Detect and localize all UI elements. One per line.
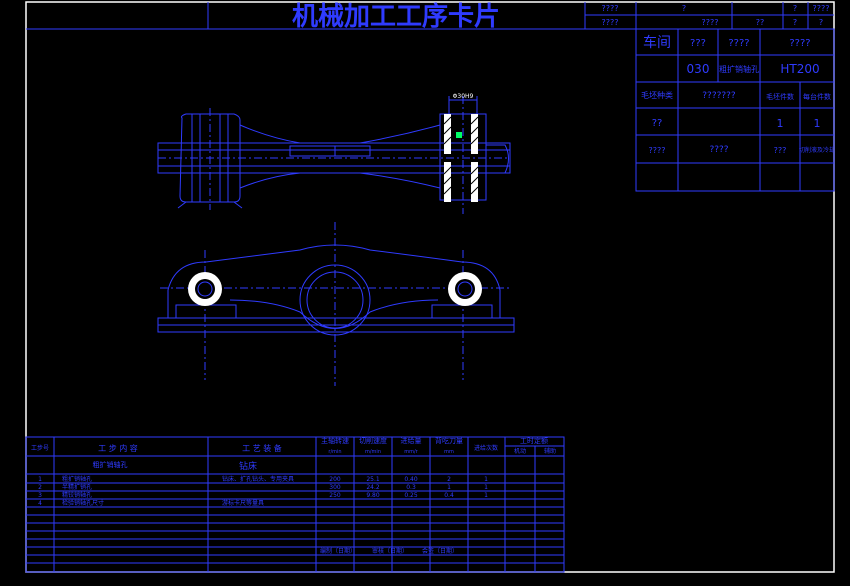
- part-side-view: [157, 96, 511, 214]
- info-cell: ??: [652, 118, 663, 129]
- right-bushing: [448, 272, 482, 306]
- material-value: HT200: [780, 62, 819, 76]
- row-3-speed: 250: [329, 492, 341, 499]
- first-equipment-text: 钻床: [239, 460, 257, 472]
- info-table: [635, 28, 835, 192]
- page-title: 机械加工工序卡片: [292, 1, 500, 32]
- svg-text:mm/r: mm/r: [404, 449, 418, 455]
- header-cell: ????: [813, 4, 830, 13]
- header-cell: ????: [602, 4, 619, 13]
- info-cell: ????: [649, 146, 666, 155]
- row-4-content: 检验销轴孔尺寸: [62, 499, 104, 507]
- svg-text:r/min: r/min: [328, 449, 341, 455]
- svg-text:进给次数: 进给次数: [474, 444, 498, 452]
- svg-text:辅助: 辅助: [544, 447, 556, 455]
- blank-count-label: 毛坯件数: [766, 92, 794, 101]
- row-2-cut: 24.2: [366, 484, 380, 491]
- header-cell: ??: [756, 18, 765, 27]
- row-1-speed: 200: [329, 476, 341, 483]
- info-cell: ???: [690, 38, 706, 49]
- svg-text:进给量: 进给量: [401, 436, 422, 445]
- row-1-cut: 25.1: [366, 476, 380, 483]
- svg-text:主轴转速: 主轴转速: [321, 436, 349, 445]
- row-1-feed: 0.40: [404, 476, 418, 483]
- per-unit-label: 每台件数: [803, 92, 831, 101]
- info-cell: ????: [709, 145, 728, 155]
- svg-text:背吃刀量: 背吃刀量: [435, 436, 463, 445]
- header-cell: ?: [793, 18, 797, 27]
- info-cell: ???: [774, 146, 787, 155]
- svg-text:编制（日期）: 编制（日期）: [320, 547, 356, 555]
- header-cell: ?: [793, 4, 797, 13]
- header-cell: ????: [602, 18, 619, 27]
- row-1-times: 1: [484, 476, 488, 483]
- row-3-times: 1: [484, 492, 488, 499]
- row-2-speed: 300: [329, 484, 341, 491]
- row-3-depth: 0.4: [444, 492, 454, 499]
- operation-number: 030: [687, 62, 710, 76]
- header-cell: ?: [682, 4, 686, 13]
- row-4-equip: 游标卡尺等量具: [222, 499, 264, 507]
- workshop-label: 车间: [643, 34, 671, 51]
- row-2-no: 2: [38, 484, 42, 491]
- row-1-equip: 钻床、扩孔钻头、专用夹具: [222, 475, 294, 483]
- per-unit-value: 1: [814, 117, 821, 130]
- svg-text:工 艺 装 备: 工 艺 装 备: [242, 443, 282, 453]
- bore-dimension-label: Φ30H9: [453, 93, 474, 100]
- machined-bore: [444, 114, 478, 202]
- process-table: [25, 436, 565, 573]
- svg-text:审核（日期）: 审核（日期）: [372, 547, 408, 555]
- row-2-feed: 0.3: [406, 484, 416, 491]
- coolant-label: 切削液及冷却: [799, 146, 835, 154]
- row-2-content: 半精扩销孔: [62, 483, 92, 491]
- sign-row: 编制（日期） 审核（日期） 会签（日期）: [320, 547, 458, 555]
- row-2-depth: 1: [447, 484, 451, 491]
- blank-type-value: ???????: [702, 91, 736, 101]
- bore-hatching: [443, 116, 479, 195]
- reference-marker: [456, 132, 462, 138]
- left-bushing: [188, 272, 222, 306]
- blank-type-label: 毛坯种类: [641, 90, 673, 100]
- header-cell: ?: [819, 18, 823, 27]
- row-4-no: 4: [38, 500, 42, 507]
- svg-text:工 步 内 容: 工 步 内 容: [98, 443, 138, 453]
- svg-text:m/min: m/min: [365, 449, 381, 455]
- row-3-content: 精铰销轴孔: [62, 491, 92, 499]
- svg-text:机动: 机动: [514, 447, 526, 455]
- svg-text:会签（日期）: 会签（日期）: [422, 547, 458, 555]
- svg-text:工步号: 工步号: [31, 444, 49, 452]
- row-2-times: 1: [484, 484, 488, 491]
- svg-text:切削速度: 切削速度: [359, 436, 387, 445]
- row-3-cut: 9.80: [366, 492, 380, 499]
- svg-text:mm: mm: [444, 449, 454, 455]
- row-1-no: 1: [38, 476, 42, 483]
- info-cell: ????: [728, 38, 749, 49]
- operation-name: 粗扩销轴孔: [719, 64, 759, 74]
- row-1-content: 粗扩销轴孔: [62, 475, 92, 483]
- row-3-no: 3: [38, 492, 42, 499]
- row-3-feed: 0.25: [404, 492, 418, 499]
- header-cell: ????: [702, 18, 719, 27]
- info-cell: ????: [789, 38, 810, 49]
- first-step-text: 粗扩销轴孔: [93, 460, 128, 469]
- row-1-depth: 2: [447, 476, 451, 483]
- blank-count-value: 1: [777, 117, 784, 130]
- svg-text:工时定额: 工时定额: [520, 436, 548, 445]
- table-headers: 工步号 工 步 内 容 工 艺 装 备 主轴转速 切削速度 进给量 背吃刀量 进…: [31, 436, 556, 455]
